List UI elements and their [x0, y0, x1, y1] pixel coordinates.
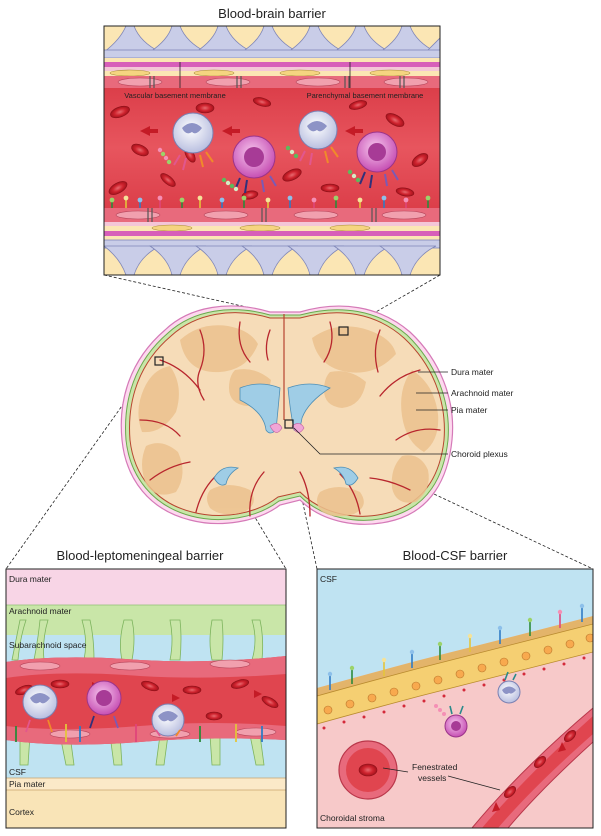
- blmb-subarachnoid-label: Subarachnoid space: [9, 640, 87, 650]
- bbb-panel: [104, 26, 440, 275]
- blmb-cortex-label: Cortex: [9, 807, 35, 817]
- parenchymal-bm-label: Parenchymal basement membrane: [307, 91, 424, 100]
- brain-dura-label: Dura mater: [451, 367, 494, 377]
- bbb-leukocytes: [157, 110, 399, 194]
- brain-choroid-label: Choroid plexus: [451, 449, 508, 459]
- blmb-csf-label: CSF: [9, 767, 26, 777]
- bbb-astrocytes-bottom: [104, 239, 440, 275]
- bbb-red-blood-cells: [108, 97, 429, 200]
- fenestrated-label-line2: vessels: [418, 773, 446, 783]
- bcsf-panel: [317, 569, 593, 828]
- vascular-bm-label: Vascular basement membrane: [124, 91, 226, 100]
- blmb-arachnoid-label: Arachnoid mater: [9, 606, 72, 616]
- brain-arachnoid-label: Arachnoid mater: [451, 388, 514, 398]
- bcsf-csf-label: CSF: [320, 574, 337, 584]
- blmb-dura-label: Dura mater: [9, 574, 52, 584]
- brain-cross-section: [120, 305, 454, 525]
- fenestrated-label-line1: Fenestrated: [412, 762, 458, 772]
- blmb-pia-label: Pia mater: [9, 779, 46, 789]
- bcsf-title: Blood-CSF barrier: [403, 548, 508, 563]
- blmb-panel: [6, 569, 286, 828]
- brain-pia-label: Pia mater: [451, 405, 488, 415]
- blmb-title: Blood-leptomeningeal barrier: [57, 548, 225, 563]
- bcsf-stroma-label: Choroidal stroma: [320, 813, 385, 823]
- bbb-title: Blood-brain barrier: [218, 6, 326, 21]
- bbb-astrocytes-top: [104, 26, 440, 59]
